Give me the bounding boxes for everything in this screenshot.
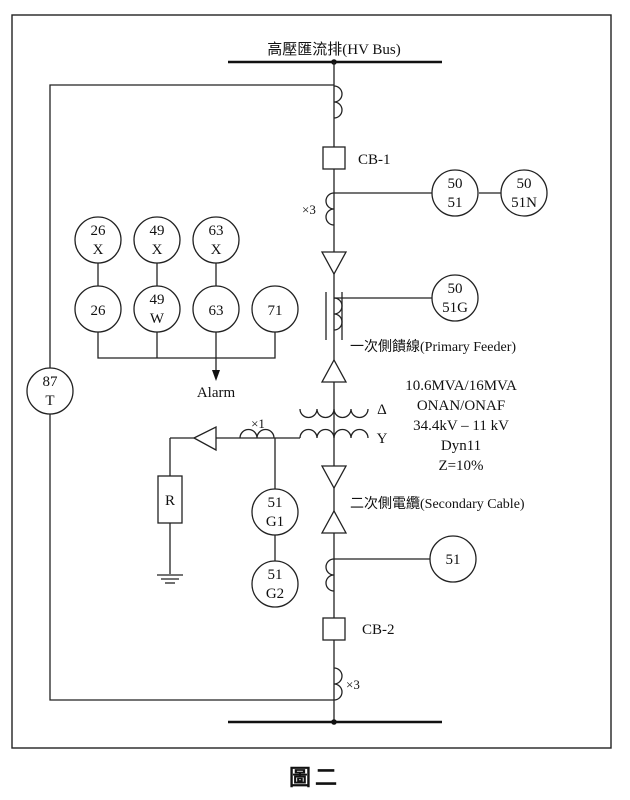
ground-icon [157, 574, 183, 584]
relay-49w-line1: 49 [150, 292, 165, 308]
ct-87t-lv-icon [333, 667, 343, 701]
hv-bus-label: 高壓匯流排(HV Bus) [267, 41, 400, 58]
neutral-termination-icon [192, 425, 217, 452]
relay-26-line1: 26 [91, 303, 107, 319]
relay-51g1-line1: 51 [268, 495, 283, 511]
relay-50-51n: 50 51N [500, 169, 548, 217]
lv-bus-node [331, 719, 337, 725]
cable-termination-lv-icon [320, 465, 348, 490]
relay-51: 51 [429, 535, 477, 583]
alarm-label: Alarm [197, 385, 236, 401]
primary-feeder-label: 一次側饋線(Primary Feeder) [350, 338, 516, 355]
relay-49w: 49 W [133, 285, 181, 333]
relay-50-51g-line1: 50 [448, 281, 463, 297]
relay-63x-line2: X [211, 242, 222, 258]
relay-49x: 49 X [133, 216, 181, 264]
relay-51g1-line2: G1 [266, 514, 284, 530]
relay-87t-line2: T [45, 393, 54, 409]
relay-50-51-line1: 50 [448, 176, 463, 192]
differential-loop-wire [49, 84, 334, 701]
secondary-cable-label: 二次側電纜(Secondary Cable) [350, 495, 525, 512]
cb2-label: CB-2 [362, 622, 395, 638]
relay-51g2-line1: 51 [268, 567, 283, 583]
ct-ratio-primary: ×3 [302, 202, 316, 217]
relay-50-51n-line2: 51N [511, 195, 537, 211]
relay-49x-line1: 49 [150, 223, 165, 239]
relay-51-line1: 51 [446, 552, 461, 568]
transformer-hv-winding-icon [299, 408, 369, 419]
figure-caption: 圖二 [288, 765, 341, 791]
ct-ratio-neutral: ×1 [251, 416, 265, 431]
relay-50-51: 50 51 [431, 169, 479, 217]
relay-51g2-line2: G2 [266, 586, 284, 602]
relay-26x-line2: X [93, 242, 104, 258]
wye-symbol: Y [377, 431, 388, 447]
cb1-breaker-icon [322, 146, 346, 170]
relay-49w-line2: W [150, 311, 165, 327]
transformer-impedance: Z=10% [438, 458, 483, 474]
relay-50-51g: 50 51G [431, 274, 479, 322]
ct-87t-hv-icon [333, 85, 343, 119]
neutral-resistor [157, 475, 183, 524]
relay-63x-line1: 63 [209, 223, 224, 239]
resistor-label: R [165, 493, 175, 509]
relay-63-line1: 63 [209, 303, 224, 319]
cable-termination-icon [320, 251, 348, 276]
relay-49x-line2: X [152, 242, 163, 258]
ct-neutral-icon [239, 428, 275, 439]
cable-termination-lv2-icon [320, 509, 348, 534]
delta-symbol: Δ [377, 402, 387, 418]
relay-63x: 63 X [192, 216, 240, 264]
transformer-rating: 10.6MVA/16MVA [405, 378, 517, 394]
relay-87t: 87 T [26, 367, 74, 415]
relay-51g2: 51 G2 [251, 560, 299, 608]
transformer-specs: 10.6MVA/16MVA ONAN/ONAF 34.4kV – 11 kV D… [405, 378, 517, 474]
alarm-wiring [97, 263, 276, 381]
ct-50-51-icon [325, 192, 335, 226]
relay-50-51n-line1: 50 [517, 176, 532, 192]
transformer-lv-winding-icon [299, 428, 369, 439]
ct-ratio-lv: ×3 [346, 677, 360, 692]
transformer-cooling: ONAN/ONAF [417, 398, 505, 414]
transformer-voltage: 34.4kV – 11 kV [413, 418, 509, 434]
relay-50-51g-line2: 51G [442, 300, 468, 316]
cb2-breaker-icon [322, 617, 346, 641]
ct-51-icon [325, 558, 335, 592]
diagram-frame [11, 14, 612, 749]
relay-71-line1: 71 [268, 303, 283, 319]
relay-50-51-line2: 51 [448, 195, 463, 211]
cb1-label: CB-1 [358, 152, 391, 168]
transformer-vector-group: Dyn11 [441, 438, 481, 454]
ct-50-51g-icon [333, 297, 343, 331]
relay-87t-line1: 87 [43, 374, 59, 390]
relay-51g1: 51 G1 [251, 488, 299, 536]
relay-26x: 26 X [74, 216, 122, 264]
relay-26x-line1: 26 [91, 223, 107, 239]
relay-26: 26 [74, 285, 122, 333]
relay-63: 63 [192, 285, 240, 333]
cable-termination-hv-icon [320, 358, 348, 383]
relay-71: 71 [251, 285, 299, 333]
